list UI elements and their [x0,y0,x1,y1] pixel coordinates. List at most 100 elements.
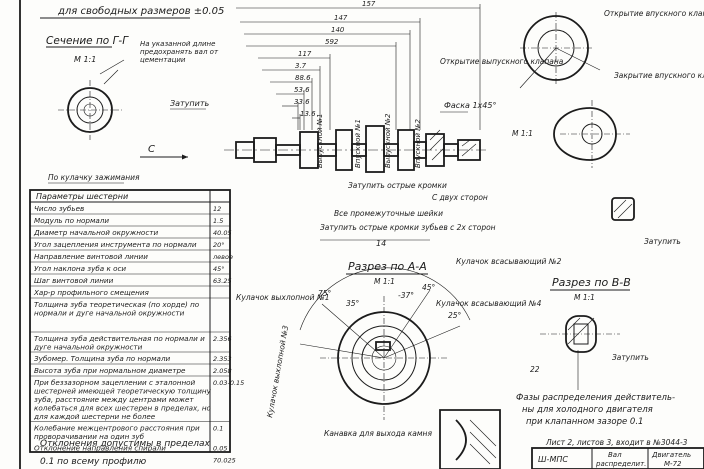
center-label: C [148,144,155,155]
blunt-note-1: Затупить острые кромки [348,181,447,190]
cam-mark-3: Выпускной №2 [384,113,392,168]
tolerance-note: для свободных размеров ±0.05 [57,5,224,17]
cam-open-note: Открытие выпускного клапана [440,57,564,66]
stamp-name-2: распределит. [595,460,646,468]
section-gg-scale: М 1:1 [74,55,96,64]
angle-label: 45° [422,283,436,292]
cam-profile-right [553,100,630,168]
param-label: Угол наклона зуба к оси [34,264,126,273]
dim-14: 14 [376,239,386,248]
param-value: 40.05 [213,229,232,237]
cam-profile-top [519,12,601,89]
stamp-engine-2: М-72 [664,460,682,468]
param-value: 2.058 [213,367,232,375]
angle-label: 35° [346,299,360,308]
section-aa-view [299,267,471,420]
param-label: Шаг винтовой линии [34,276,114,285]
both-sides-note: С двух сторон [432,193,488,202]
param-value: 0.03-0.15 [213,379,244,387]
aa-angles: 75° 35° -37° 45° 25° [318,283,462,320]
blunt-note-2: Все промежуточные шейки [334,209,443,218]
params-footer-2: 0.1 по всему профилю [40,457,147,467]
cam-inlet-2: Кулачок всасывающий №2 [456,257,562,266]
param-value: 1.5 [213,217,223,225]
angle-label: 25° [448,311,462,320]
cam-mark-4: Впускной №2 [414,118,422,168]
param-label: Зубомер. Толщина зуба по нормали [34,354,171,363]
camshaft-body [224,125,488,173]
param-value: 0.05 [213,445,227,453]
param-value: 20° [213,241,225,249]
param-label: Хар-р профильного смещения [33,288,150,297]
param-value: 2.353 [213,355,232,363]
center-arrow-head [182,154,188,160]
dim-value: 33.6 [294,98,310,106]
param-value: 70.025 [213,457,236,465]
cam-exhaust-1: Кулачок выхлопной №1 [236,293,329,302]
small-detail [611,197,635,221]
section-gg-title: Сечение по Г-Г [46,35,129,47]
param-label: Угол зацепления инструмента по нормали [34,240,197,249]
dim-value: 13.6 [300,110,316,118]
chamfer-note: Фаска 1х45° [444,101,496,110]
dim-22: 22 [530,365,540,374]
params-title: Параметры шестерни [36,192,128,201]
length-note-text: На указанной длине предохранять вал от ц… [140,40,219,64]
stamp-code: Ш-МПС [538,455,568,464]
section-aa-title: Разрез по А-А [348,260,427,273]
param-label: Толщина зуба теоретическая (по хорде) по… [34,300,200,318]
title-stamp [531,447,704,469]
section-gg-view [58,59,125,140]
dim-value: 88.6 [295,74,311,82]
phase-note-2: ны для холодного двигателя [522,405,653,415]
dim-value: 157 [362,0,376,8]
cam-mark-1: Выпускной №1 [316,114,324,169]
dim-value: 117 [298,50,312,58]
cam-close-note: Закрытие впускного клапана [614,71,704,80]
cam-3: Кулачок выхлопной №3 [265,325,290,419]
section-bb-title: Разрез по В-В [552,276,631,289]
angle-label: 75° [318,289,332,298]
param-label: Отклонение направления спирали [34,444,166,453]
param-value: 63.25 [213,277,232,285]
dim-value: 3.7 [295,62,307,70]
cam-inlet-4: Кулачок всасывающий №4 [436,299,542,308]
param-label: Толщина зуба действительная по нормали и… [33,334,205,352]
dim-value: 140 [331,26,345,34]
groove-detail [439,409,501,469]
param-label: Направление винтовой линии [34,252,148,261]
dimension-lines: 157 147 140 592 117 3.7 88.6 53.6 33.6 13.6 [236,0,481,130]
blunt-note-3: Затупить острые кромки зубьев с 2х сторо… [320,223,496,232]
section-bb-scale: М 1:1 [574,293,595,302]
param-value: левое [212,253,233,261]
params-table [29,189,231,453]
phase-note-3: при клапанном зазоре 0.1 [526,417,643,427]
sheet-note: Лист 2, листов 3, входит в №3044-3 [545,438,688,447]
bb-grind: Затупить [612,353,649,362]
dim-value: 53.6 [294,86,310,94]
cam-mark-2: Впускной №1 [354,119,362,168]
param-label: Диаметр начальной окружности [33,228,158,237]
param-value: 2.356 [213,335,232,343]
section-bb-view [540,315,620,390]
param-label: Модуль по нормали [34,216,109,225]
angle-label: -37° [398,291,414,300]
phase-note-1: Фазы распределения действитель- [516,393,675,403]
stamp-engine-1: Двигатель [651,451,691,459]
cam-inlet-open-note: Открытие впускного клапана [604,9,704,18]
stamp-name-1: Вал [608,451,622,459]
right-scale: М 1:1 [512,129,533,138]
grind-note-left: Затупить [170,99,210,108]
params-footer-1: Отклонения допустимы в пределах [40,439,211,449]
grind-note-right: Затупить [644,237,681,246]
dim-value: 592 [325,38,339,46]
length-note-box: На указанной длине предохранять вал от ц… [140,40,219,64]
dim-value: 147 [334,14,348,22]
param-value: 12 [213,205,221,213]
param-value: 0.1 [213,425,223,433]
section-aa-scale: М 1:1 [374,277,395,286]
